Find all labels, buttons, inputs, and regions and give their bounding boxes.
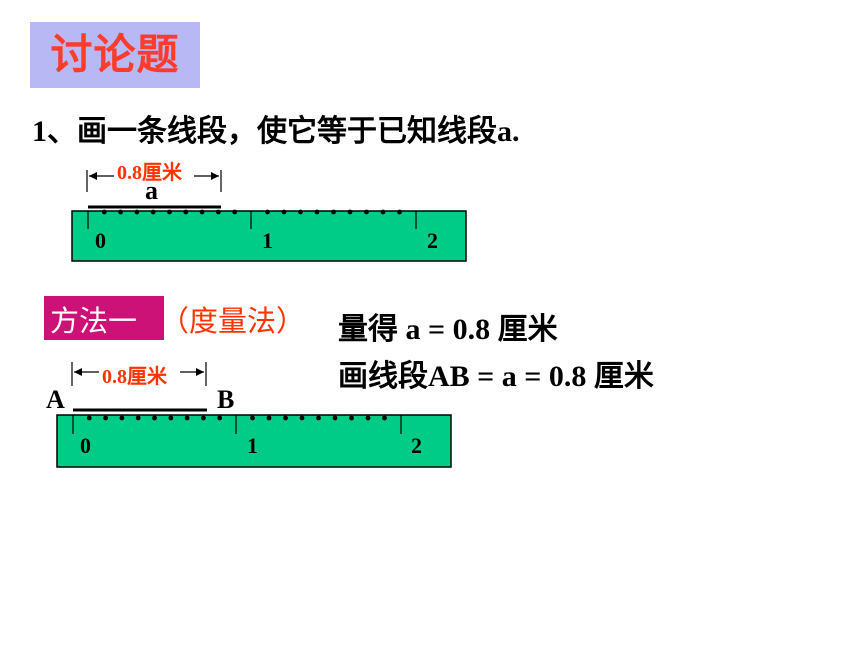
ruler-dot [184,415,190,421]
ruler-dot [250,415,255,421]
arrowhead2-left [74,368,82,376]
ruler-dot [349,415,354,421]
ruler-dot [316,415,321,421]
ruler-dot [135,415,141,421]
ruler-dot [217,415,223,421]
ruler2-tick-label-1: 1 [247,433,258,458]
ruler-dot [103,415,108,421]
problem-statement: 1、画一条线段，使它等于已知线段a. [32,115,520,148]
ruler1-tick-label-1: 1 [262,228,273,253]
ruler-dot [199,209,205,215]
ruler-dot [201,415,206,421]
ruler-body-2 [56,414,452,468]
ruler1-tick-label-2: 2 [427,228,438,253]
ruler-dot [119,415,125,421]
ruler-dot [281,209,287,215]
ruler-dot [382,415,387,421]
method-badge [44,296,164,340]
ruler2-measure-label: 0.8厘米 [102,366,167,388]
ruler-dot [101,209,107,215]
ruler-dot [380,209,386,215]
ruler-dot [347,209,353,215]
ruler-dot [397,209,402,215]
ruler-dot [266,415,272,421]
ruler-dot [265,209,270,215]
ruler-dots-2 [86,415,387,421]
ruler-dot [314,209,320,215]
ruler-dot [299,415,305,421]
ruler-dot [364,209,369,215]
result-line-2: 画线段AB = a = 0.8 厘米 [338,360,654,393]
ruler-dot [183,209,189,215]
ruler-dot [168,415,174,421]
ruler-body-1 [71,210,467,262]
ruler-dot [332,415,338,421]
ruler-dot [134,209,140,215]
ruler-dot [152,415,157,421]
segment-a-label: a [145,176,158,205]
point-b-label: B [217,385,235,414]
method-label: 方法一 [50,304,138,338]
ruler-dot [331,209,336,215]
method-name: （度量法） [160,304,306,338]
ruler2-tick-label-2: 2 [411,433,422,458]
slide-title: 讨论题 [50,30,180,79]
ruler-dot [365,415,371,421]
ruler-dot [86,415,92,421]
arrowhead-right [211,172,219,180]
ruler-dot [150,209,156,215]
ruler-dot [283,415,288,421]
ruler1-tick-label-0: 0 [95,228,106,253]
ruler-dots-1 [101,209,402,215]
ruler1-measure-label: 0.8厘米 [117,162,182,184]
arrowhead-left [89,172,97,180]
result-line-1: 量得 a = 0.8 厘米 [338,313,558,346]
ruler-dot [298,209,303,215]
point-a-label: A [46,385,65,414]
ruler-dot [118,209,123,215]
ruler-dot [232,209,238,215]
title-background [30,22,200,88]
arrowhead2-right [196,368,204,376]
ruler2-tick-label-0: 0 [80,433,91,458]
ruler-dot [167,209,172,215]
ruler-dot [216,209,221,215]
